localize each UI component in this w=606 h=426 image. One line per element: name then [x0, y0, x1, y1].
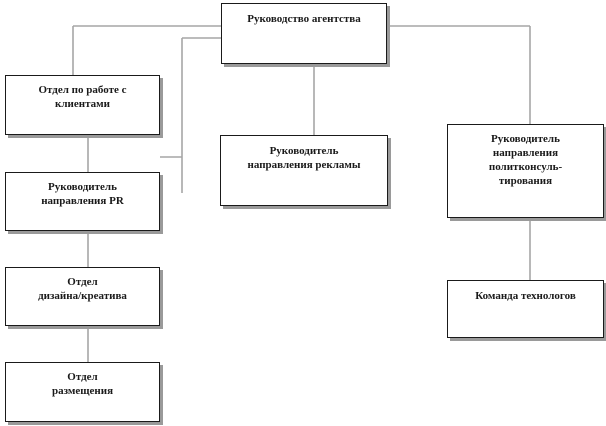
node-political-head-label: Руководитель направления политконсуль- т…	[488, 133, 563, 187]
node-advertising-head: Руководитель направления рекламы	[220, 135, 388, 206]
node-pr-head-label: Руководитель направления PR	[41, 181, 124, 207]
node-design-department: Отдел дизайна/креатива	[5, 267, 160, 326]
node-placement-department-label: Отдел размещения	[51, 371, 114, 397]
node-client-department: Отдел по работе с клиентами	[5, 75, 160, 135]
node-placement-department: Отдел размещения	[5, 362, 160, 422]
node-agency-management-label: Руководство агентства	[247, 13, 361, 25]
node-client-department-label: Отдел по работе с клиентами	[38, 84, 127, 110]
node-political-head: Руководитель направления политконсуль- т…	[447, 124, 604, 218]
node-pr-head: Руководитель направления PR	[5, 172, 160, 231]
node-technologists-team-label: Команда технологов	[475, 290, 576, 302]
node-agency-management: Руководство агентства	[221, 3, 387, 64]
node-design-department-label: Отдел дизайна/креатива	[38, 276, 127, 302]
node-advertising-head-label: Руководитель направления рекламы	[247, 145, 361, 171]
node-technologists-team: Команда технологов	[447, 280, 604, 338]
